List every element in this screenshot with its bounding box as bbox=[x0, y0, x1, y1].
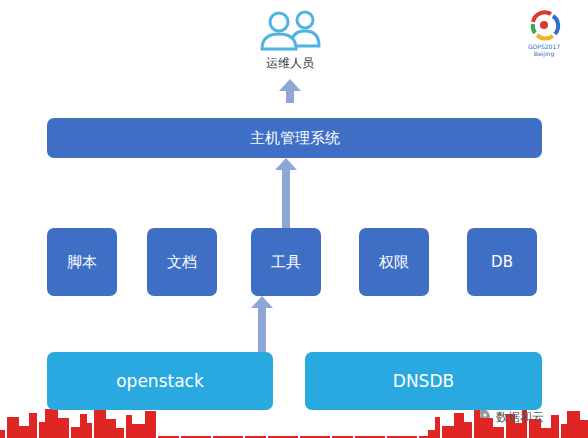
box-label: DNSDB bbox=[393, 371, 454, 391]
flow-arrow bbox=[282, 170, 290, 228]
city-skyline bbox=[0, 409, 588, 438]
flow-arrow bbox=[258, 308, 266, 352]
platform-box: openstack bbox=[47, 352, 273, 410]
module-box: 工具 bbox=[251, 228, 321, 296]
box-label: DB bbox=[491, 253, 513, 271]
logo-text: Beijing bbox=[534, 50, 554, 57]
logo-text: GOPS2017 bbox=[528, 43, 560, 50]
box-label: openstack bbox=[116, 371, 204, 391]
box-label: 主机管理系统 bbox=[250, 129, 340, 148]
watermark: 数据和云 bbox=[496, 409, 544, 426]
arrow-head bbox=[275, 158, 297, 170]
arrow-head bbox=[251, 296, 273, 308]
conference-logo bbox=[533, 12, 558, 38]
box-label: 权限 bbox=[379, 253, 409, 272]
role-label: 运维人员 bbox=[266, 55, 314, 72]
module-box: 文档 bbox=[147, 228, 217, 296]
up-arrow bbox=[279, 79, 301, 103]
module-box: 权限 bbox=[359, 228, 429, 296]
connector-group bbox=[275, 158, 297, 228]
box-label: 文档 bbox=[167, 253, 197, 272]
connector-group bbox=[251, 296, 273, 352]
platform-box: DNSDB bbox=[305, 352, 542, 410]
box-label: 脚本 bbox=[67, 253, 97, 272]
system-box: 主机管理系统 bbox=[47, 118, 542, 158]
module-box: DB bbox=[467, 228, 537, 296]
module-box: 脚本 bbox=[47, 228, 117, 296]
people-icon bbox=[262, 12, 319, 49]
box-label: 工具 bbox=[271, 253, 301, 272]
